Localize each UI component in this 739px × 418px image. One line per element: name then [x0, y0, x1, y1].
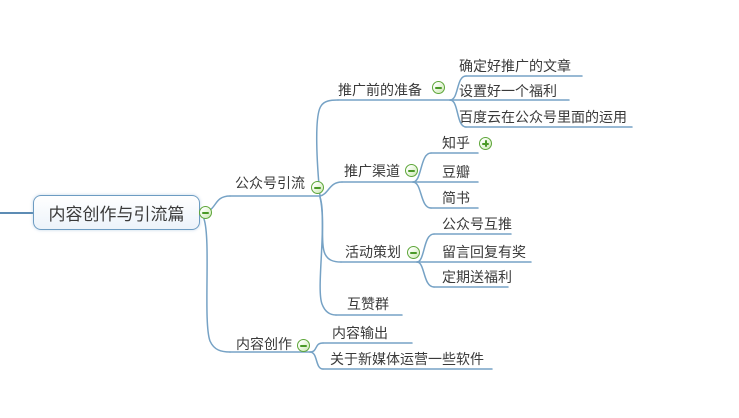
topic-baiduyun-yunyong[interactable]: 百度云在公众号里面的运用: [459, 110, 627, 126]
topic-zhihu[interactable]: 知乎: [442, 136, 470, 152]
topic-gongzhonghao-hutui[interactable]: 公众号互推: [442, 217, 512, 233]
collapse-icon[interactable]: [297, 339, 310, 352]
root-topic[interactable]: 内容创作与引流篇: [33, 195, 200, 230]
collapse-icon[interactable]: [405, 164, 418, 177]
collapse-icon[interactable]: [199, 206, 212, 219]
topic-huzanqun[interactable]: 互赞群: [347, 297, 389, 313]
collapse-icon[interactable]: [432, 81, 445, 94]
topic-shezhi-fuli[interactable]: 设置好一个福利: [459, 84, 557, 100]
topic-tuiguang-qudao[interactable]: 推广渠道: [344, 164, 400, 180]
topic-queding-wenzhang[interactable]: 确定好推广的文章: [459, 59, 571, 75]
topic-huodong-cehua[interactable]: 活动策划: [345, 245, 401, 261]
topic-xinmeiti-ruanjian[interactable]: 关于新媒体运营一些软件: [330, 352, 484, 368]
topic-douban[interactable]: 豆瓣: [442, 165, 470, 181]
topic-gongzhonghao-yinliu[interactable]: 公众号引流: [235, 176, 305, 192]
collapse-icon[interactable]: [311, 181, 324, 194]
topic-neirong-shuchu[interactable]: 内容输出: [332, 326, 388, 342]
expand-icon[interactable]: [479, 137, 492, 150]
topic-neirong-chuangzuo[interactable]: 内容创作: [236, 337, 292, 353]
topic-jianshu[interactable]: 简书: [442, 191, 470, 207]
topic-liuyan-huifu[interactable]: 留言回复有奖: [442, 245, 526, 261]
collapse-icon[interactable]: [407, 246, 420, 259]
topic-dingqi-fuli[interactable]: 定期送福利: [442, 270, 512, 286]
topic-tuiguang-zhunbei[interactable]: 推广前的准备: [338, 83, 422, 99]
